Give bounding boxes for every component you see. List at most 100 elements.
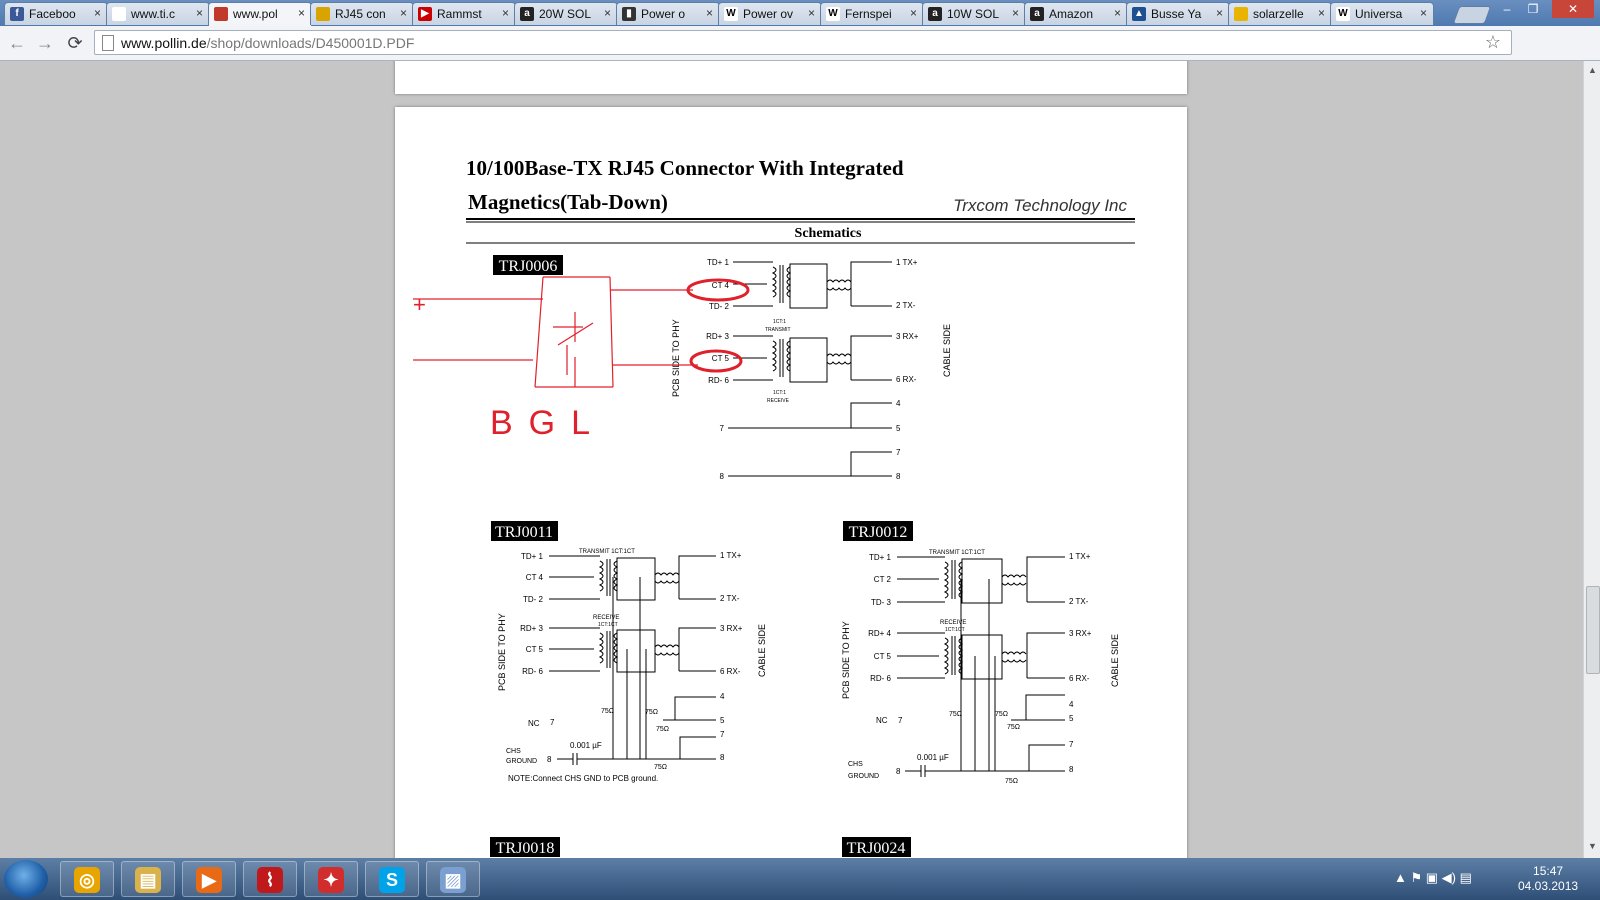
taskbar-paint-button[interactable]: ▨ bbox=[426, 861, 480, 897]
tab-1[interactable]: www.ti.c × bbox=[106, 2, 210, 25]
svg-text:5: 5 bbox=[896, 424, 901, 433]
taskbar-acrobat-button[interactable]: ⌇ bbox=[243, 861, 297, 897]
tab-close-icon[interactable]: × bbox=[807, 6, 815, 20]
tab-3[interactable]: RJ45 con × bbox=[310, 2, 414, 25]
svg-text:TRJ0006: TRJ0006 bbox=[499, 258, 558, 275]
svg-text:0.001 µF: 0.001 µF bbox=[917, 753, 949, 762]
tab-label: Power o bbox=[641, 7, 686, 21]
vertical-scrollbar[interactable]: ▲ ▼ bbox=[1583, 61, 1600, 858]
svg-text:7: 7 bbox=[550, 718, 555, 727]
reload-button[interactable]: ⟳ bbox=[67, 33, 83, 53]
tab-close-icon[interactable]: × bbox=[195, 6, 203, 20]
forward-button[interactable]: → bbox=[36, 33, 54, 53]
svg-text:75Ω: 75Ω bbox=[656, 726, 669, 733]
taskbar-explorer-button[interactable]: ▤ bbox=[121, 861, 175, 897]
tab-close-icon[interactable]: × bbox=[1419, 6, 1427, 20]
amazon-icon: a bbox=[520, 7, 534, 21]
scroll-down-arrow-icon[interactable]: ▼ bbox=[1588, 841, 1597, 851]
tab-close-icon[interactable]: × bbox=[501, 6, 509, 20]
svg-text:TD- 2: TD- 2 bbox=[709, 302, 730, 311]
taskbar-media-button[interactable]: ▶ bbox=[182, 861, 236, 897]
youtube-icon: ▶ bbox=[418, 7, 432, 21]
taskbar: ◎ ▤▶⌇✦ S ▨ ▲ ⚑ ▣ ◀) ▤ 15:47 04.03.2013 bbox=[0, 858, 1600, 900]
svg-text:PCB SIDE TO PHY: PCB SIDE TO PHY bbox=[671, 319, 681, 397]
svg-text:TRANSMIT 1CT:1CT: TRANSMIT 1CT:1CT bbox=[579, 549, 635, 555]
tab-2[interactable]: www.pol× bbox=[208, 2, 312, 26]
schematic-page-content: 10/100Base-TX RJ45 Connector With Integr… bbox=[413, 156, 1135, 857]
scroll-thumb[interactable] bbox=[1586, 586, 1600, 674]
restore-button[interactable]: ❐ bbox=[1527, 2, 1539, 16]
back-button[interactable]: ← bbox=[8, 33, 26, 53]
svg-text:8: 8 bbox=[896, 472, 901, 481]
wikipedia-icon: W bbox=[1336, 7, 1350, 21]
svg-text:RECEIVE: RECEIVE bbox=[767, 398, 790, 404]
taskbar-bird-button[interactable]: ✦ bbox=[304, 861, 358, 897]
svg-text:NC: NC bbox=[528, 719, 540, 728]
svg-text:1CT:1CT: 1CT:1CT bbox=[945, 627, 965, 633]
system-tray[interactable]: ▲ ⚑ ▣ ◀) ▤ bbox=[1394, 870, 1472, 885]
model-label-5: TRJ0024 bbox=[842, 837, 911, 857]
clock-time: 15:47 bbox=[1533, 864, 1564, 878]
minimize-button[interactable]: – bbox=[1503, 2, 1511, 16]
svg-text:TD+ 1: TD+ 1 bbox=[707, 258, 730, 267]
svg-text:6 RX-: 6 RX- bbox=[896, 375, 917, 384]
tab-close-icon[interactable]: × bbox=[93, 6, 101, 20]
svg-text:RD- 6: RD- 6 bbox=[522, 667, 543, 676]
tab-close-icon[interactable]: × bbox=[603, 6, 611, 20]
tab-close-icon[interactable]: × bbox=[1317, 6, 1325, 20]
facebook-icon: f bbox=[10, 7, 24, 21]
tab-close-icon[interactable]: × bbox=[1113, 6, 1121, 20]
svg-text:NC: NC bbox=[876, 716, 888, 725]
svg-text:1 TX+: 1 TX+ bbox=[896, 258, 918, 267]
scroll-up-arrow-icon[interactable]: ▲ bbox=[1588, 65, 1597, 75]
close-window-button[interactable]: ✕ bbox=[1552, 0, 1594, 18]
tab-close-icon[interactable]: × bbox=[297, 6, 305, 20]
tab-close-icon[interactable]: × bbox=[909, 6, 917, 20]
amazon-icon: a bbox=[928, 7, 942, 21]
svg-text:CT 4: CT 4 bbox=[712, 281, 730, 290]
skype-icon: S bbox=[379, 867, 405, 893]
address-bar[interactable]: www.pollin.de/shop/downloads/D450001D.PD… bbox=[94, 30, 1512, 55]
tab-close-icon[interactable]: × bbox=[399, 6, 407, 20]
doc-title-line2: Magnetics(Tab-Down) bbox=[468, 190, 668, 214]
svg-text:TRJ0012: TRJ0012 bbox=[849, 524, 908, 541]
pdf-viewer[interactable]: 10/100Base-TX RJ45 Connector With Integr… bbox=[0, 61, 1583, 858]
taskbar-chrome-button[interactable]: ◎ bbox=[60, 861, 114, 897]
tab-close-icon[interactable]: × bbox=[705, 6, 713, 20]
svg-text:4: 4 bbox=[896, 399, 901, 408]
chrome-icon: ◎ bbox=[74, 867, 100, 893]
svg-text:CT 2: CT 2 bbox=[874, 575, 892, 584]
start-button[interactable] bbox=[4, 860, 48, 898]
clock[interactable]: 15:47 04.03.2013 bbox=[1518, 864, 1578, 894]
tab-6[interactable]: ▮Power o× bbox=[616, 2, 720, 25]
tab-label: Rammst bbox=[437, 7, 482, 21]
svg-text:CHS: CHS bbox=[506, 748, 521, 755]
new-tab-button[interactable] bbox=[1452, 6, 1492, 24]
page-icon bbox=[102, 35, 114, 51]
tab-label: www.ti.c bbox=[131, 7, 176, 21]
tab-11[interactable]: ▲Busse Ya× bbox=[1126, 2, 1230, 25]
tab-4[interactable]: ▶ Rammst × bbox=[412, 2, 516, 25]
tab-label: RJ45 con bbox=[335, 7, 386, 21]
svg-text:1CT:1: 1CT:1 bbox=[773, 319, 786, 325]
url-path: /shop/downloads/D450001D.PDF bbox=[206, 35, 415, 51]
taskbar-skype-button[interactable]: S bbox=[365, 861, 419, 897]
svg-text:8: 8 bbox=[1069, 765, 1074, 774]
tab-close-icon[interactable]: × bbox=[1215, 6, 1223, 20]
svg-text:PCB SIDE TO PHY: PCB SIDE TO PHY bbox=[497, 613, 507, 691]
svg-text:CT 5: CT 5 bbox=[526, 645, 544, 654]
tab-12[interactable]: solarzelle× bbox=[1228, 2, 1332, 25]
svg-text:3 RX+: 3 RX+ bbox=[1069, 629, 1092, 638]
bookmark-star-icon[interactable]: ☆ bbox=[1484, 32, 1501, 52]
tab-close-icon[interactable]: × bbox=[1011, 6, 1019, 20]
svg-text:3 RX+: 3 RX+ bbox=[720, 624, 743, 633]
svg-text:7: 7 bbox=[896, 448, 901, 457]
amazon-icon: a bbox=[1030, 7, 1044, 21]
